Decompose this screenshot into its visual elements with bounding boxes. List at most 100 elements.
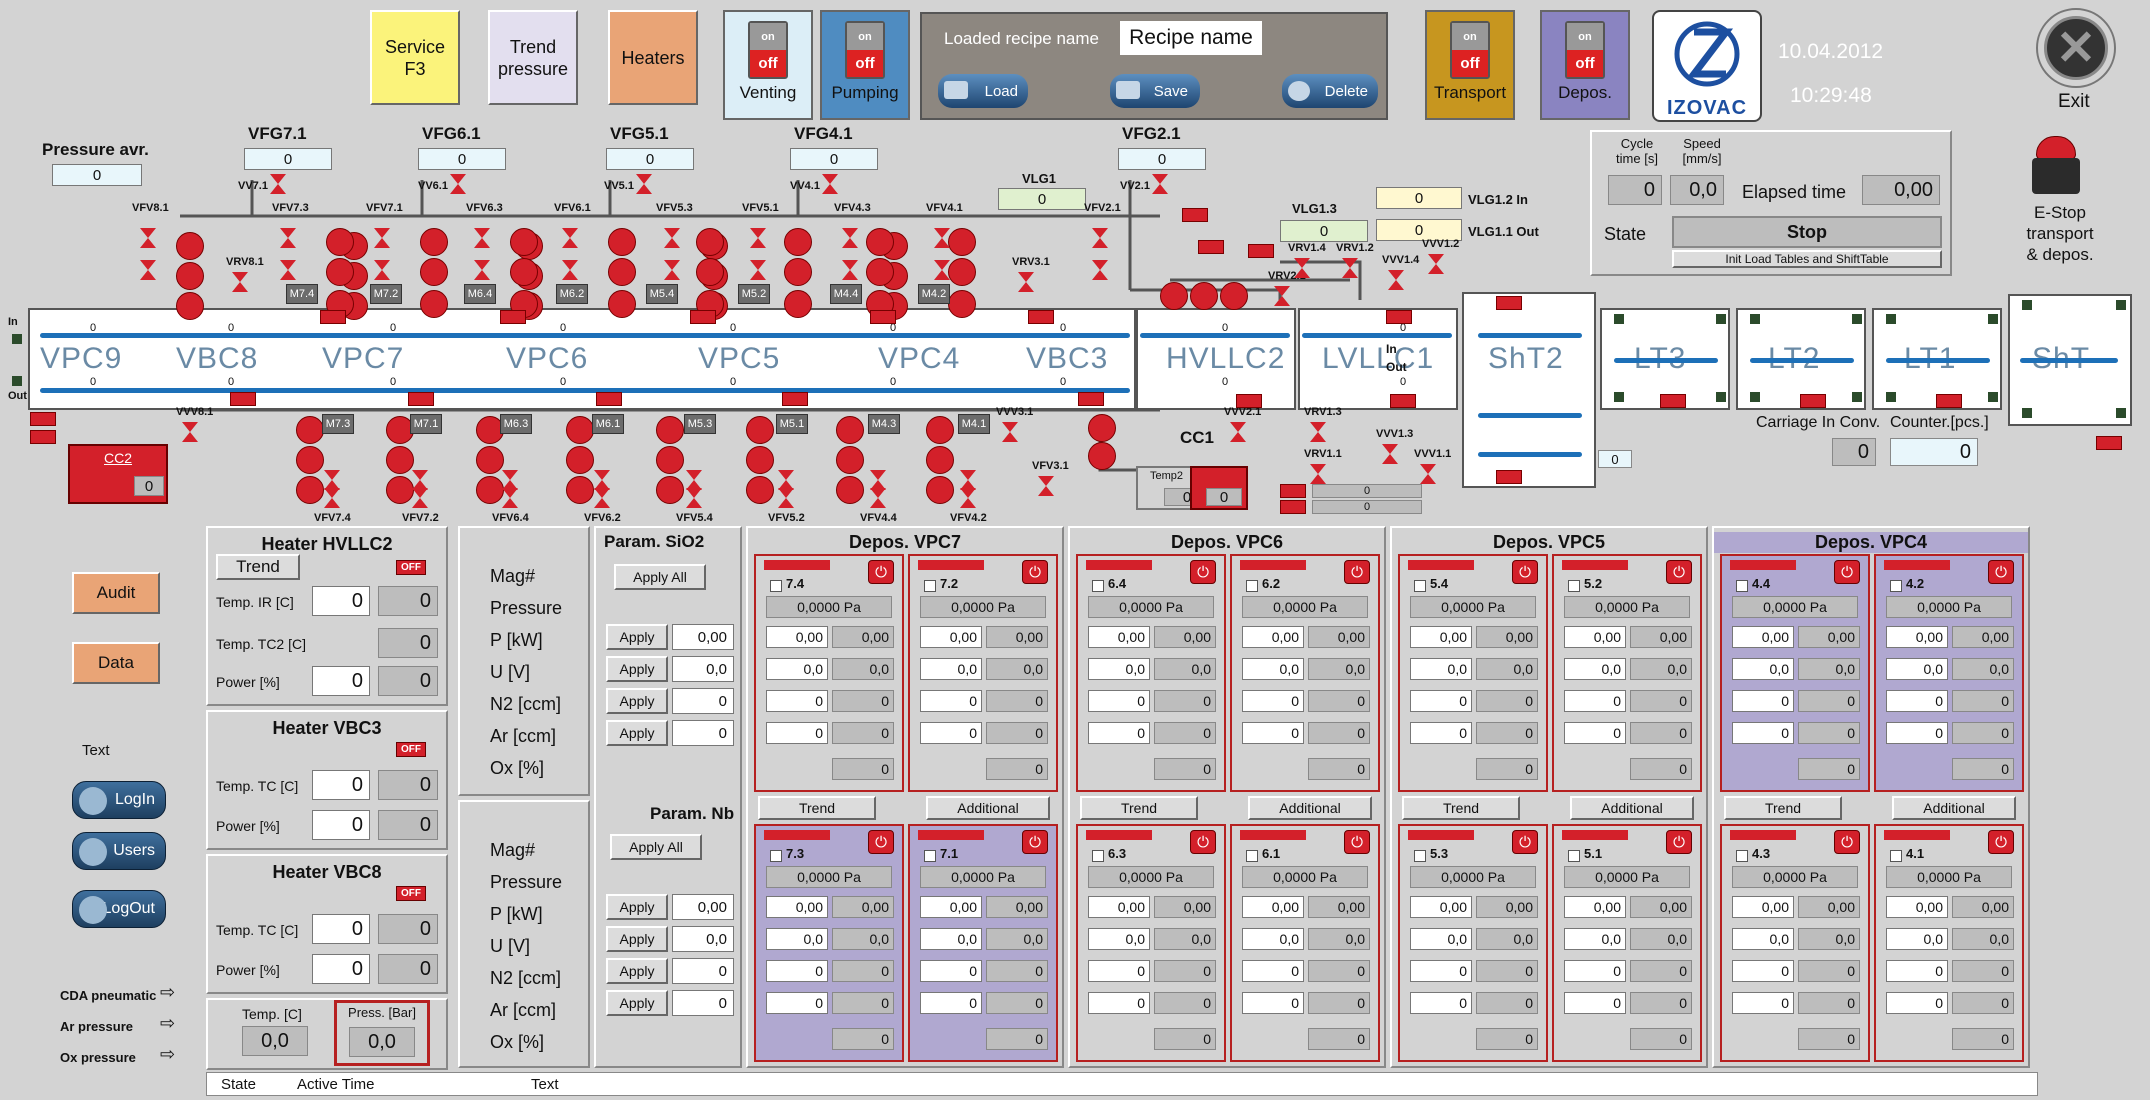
pump-icon[interactable]	[176, 232, 204, 260]
valve-icon[interactable]	[1272, 286, 1292, 306]
pump-icon[interactable]	[386, 416, 414, 444]
pump-icon[interactable]	[476, 446, 504, 474]
cathode-setpoint-input[interactable]: 0	[1732, 960, 1794, 982]
pump-icon[interactable]	[176, 292, 204, 320]
cathode-setpoint-input[interactable]: 0	[766, 690, 828, 712]
cathode-setpoint-input[interactable]: 0,00	[1732, 626, 1794, 648]
magnetron-icon[interactable]: M6.3	[500, 414, 532, 434]
valve-icon[interactable]	[634, 174, 654, 194]
valve-icon[interactable]	[322, 488, 342, 508]
data-button[interactable]: Data	[72, 642, 160, 684]
pump-icon[interactable]	[566, 416, 594, 444]
valve-icon[interactable]	[748, 260, 768, 280]
cathode-enable-checkbox[interactable]	[1092, 580, 1104, 592]
pump-icon[interactable]	[926, 416, 954, 444]
cathode-enable-checkbox[interactable]	[1568, 580, 1580, 592]
pump-icon[interactable]	[784, 228, 812, 256]
pump-icon[interactable]	[1190, 282, 1218, 310]
power-icon[interactable]: ⏻	[1988, 560, 2014, 584]
depos-trend-button[interactable]: Trend	[1724, 796, 1842, 820]
magnetron-icon[interactable]: M4.1	[958, 414, 990, 434]
magnetron-icon[interactable]: M7.1	[410, 414, 442, 434]
valve-icon[interactable]	[472, 228, 492, 248]
apply-button[interactable]: Apply	[606, 958, 668, 984]
valve-icon[interactable]	[560, 260, 580, 280]
cathode-setpoint-input[interactable]: 0	[1886, 992, 1948, 1014]
param-input[interactable]: 0,0	[672, 926, 734, 952]
valve-icon[interactable]	[776, 470, 796, 490]
cathode-setpoint-input[interactable]: 0,00	[1564, 626, 1626, 648]
cathode-setpoint-input[interactable]: 0	[1886, 960, 1948, 982]
param-input[interactable]: 0	[672, 958, 734, 984]
pump-icon[interactable]	[420, 258, 448, 286]
valve-icon[interactable]	[278, 228, 298, 248]
heater-vbc8-temp-tc-input[interactable]: 0	[312, 914, 370, 944]
cathode-setpoint-input[interactable]: 0,0	[1732, 928, 1794, 950]
cathode-setpoint-input[interactable]: 0	[1242, 992, 1304, 1014]
valve-icon[interactable]	[840, 260, 860, 280]
power-icon[interactable]: ⏻	[1190, 830, 1216, 854]
valve-icon[interactable]	[1308, 422, 1328, 442]
valve-icon[interactable]	[748, 228, 768, 248]
cathode-setpoint-input[interactable]: 0	[1732, 722, 1794, 744]
pump-icon[interactable]	[948, 228, 976, 256]
pump-icon[interactable]	[566, 476, 594, 504]
pump-icon[interactable]	[746, 446, 774, 474]
cathode-setpoint-input[interactable]: 0	[920, 690, 982, 712]
save-recipe-button[interactable]: Save	[1110, 74, 1200, 108]
pump-icon[interactable]	[926, 476, 954, 504]
cathode-setpoint-input[interactable]: 0,0	[1088, 658, 1150, 680]
cathode-setpoint-input[interactable]: 0,0	[1242, 928, 1304, 950]
power-icon[interactable]: ⏻	[1834, 560, 1860, 584]
pump-icon[interactable]	[608, 228, 636, 256]
sio2-apply-all-button[interactable]: Apply All	[614, 564, 706, 590]
valve-icon[interactable]	[592, 470, 612, 490]
cathode-setpoint-input[interactable]: 0,0	[1886, 928, 1948, 950]
magnetron-icon[interactable]: M4.3	[868, 414, 900, 434]
depos-trend-button[interactable]: Trend	[1080, 796, 1198, 820]
param-input[interactable]: 0	[672, 720, 734, 746]
valve-icon[interactable]	[868, 470, 888, 490]
valve-icon[interactable]	[932, 260, 952, 280]
cathode-setpoint-input[interactable]: 0	[1088, 690, 1150, 712]
cathode-enable-checkbox[interactable]	[924, 850, 936, 862]
valve-icon[interactable]	[560, 228, 580, 248]
depos-additional-button[interactable]: Additional	[1892, 796, 2016, 820]
power-icon[interactable]: ⏻	[1344, 830, 1370, 854]
power-icon[interactable]: ⏻	[1666, 560, 1692, 584]
cathode-setpoint-input[interactable]: 0,0	[1242, 658, 1304, 680]
pump-icon[interactable]	[1088, 414, 1116, 442]
pump-icon[interactable]	[836, 476, 864, 504]
pump-icon[interactable]	[836, 416, 864, 444]
valve-icon[interactable]	[662, 228, 682, 248]
cathode-setpoint-input[interactable]: 0	[1886, 722, 1948, 744]
magnetron-icon[interactable]: M6.1	[592, 414, 624, 434]
cathode-setpoint-input[interactable]: 0,00	[1242, 626, 1304, 648]
cathode-setpoint-input[interactable]: 0	[766, 992, 828, 1014]
cathode-setpoint-input[interactable]: 0,00	[1410, 626, 1472, 648]
pump-icon[interactable]	[296, 446, 324, 474]
apply-button[interactable]: Apply	[606, 688, 668, 714]
login-button[interactable]: LogIn	[72, 781, 166, 819]
pump-icon[interactable]	[784, 290, 812, 318]
power-icon[interactable]: ⏻	[1022, 560, 1048, 584]
cathode-setpoint-input[interactable]: 0	[1242, 690, 1304, 712]
cathode-enable-checkbox[interactable]	[1736, 850, 1748, 862]
cathode-setpoint-input[interactable]: 0,0	[1732, 658, 1794, 680]
param-input[interactable]: 0,00	[672, 894, 734, 920]
cathode-setpoint-input[interactable]: 0	[1564, 690, 1626, 712]
valve-icon[interactable]	[1090, 228, 1110, 248]
pump-icon[interactable]	[566, 446, 594, 474]
exit-button[interactable]: ✕	[2036, 8, 2116, 88]
cathode-setpoint-input[interactable]: 0	[920, 722, 982, 744]
cathode-setpoint-input[interactable]: 0,00	[1732, 896, 1794, 918]
cathode-setpoint-input[interactable]: 0	[766, 960, 828, 982]
heaters-button[interactable]: Heaters	[608, 10, 698, 105]
valve-icon[interactable]	[592, 488, 612, 508]
cathode-setpoint-input[interactable]: 0	[1242, 722, 1304, 744]
cathode-setpoint-input[interactable]: 0,0	[1410, 658, 1472, 680]
magnetron-icon[interactable]: M7.4	[286, 284, 318, 304]
power-icon[interactable]: ⏻	[1512, 560, 1538, 584]
heater-hvllc2-power-input[interactable]: 0	[312, 666, 370, 696]
